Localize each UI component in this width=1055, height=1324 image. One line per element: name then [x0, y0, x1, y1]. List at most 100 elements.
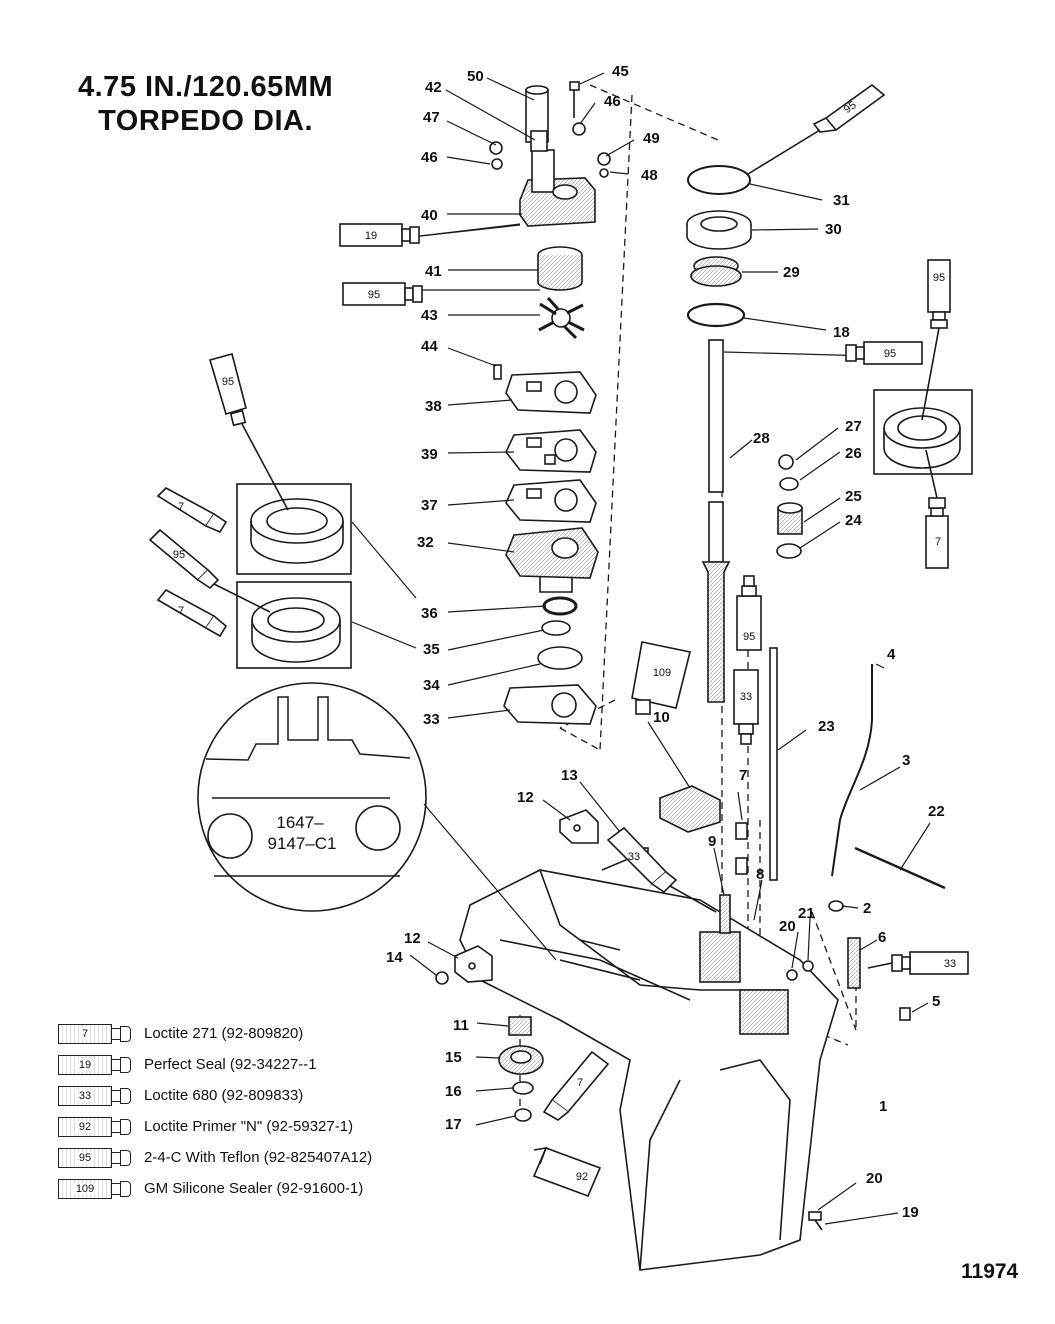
- legend-code: 33: [76, 1089, 94, 1102]
- tube-tag: 109: [653, 667, 671, 679]
- tube-7-bearing-bottom: [925, 449, 949, 569]
- callout: 46: [421, 149, 438, 166]
- anode-10: [659, 785, 721, 833]
- oring-34: [537, 646, 583, 670]
- callout: 27: [845, 418, 862, 435]
- callout: 45: [612, 63, 629, 80]
- screw-45: [569, 81, 580, 118]
- gasket-37: [505, 479, 597, 523]
- callout: 19: [902, 1204, 919, 1221]
- callout: 23: [818, 718, 835, 735]
- callout: 47: [423, 109, 440, 126]
- tube-33-middle: [606, 826, 717, 913]
- callout: 30: [825, 221, 842, 238]
- title-line-2: TORPEDO DIA.: [98, 105, 314, 137]
- callout: 25: [845, 488, 862, 505]
- tube-tag: 95: [743, 631, 755, 643]
- impeller-43: [538, 296, 585, 340]
- tube-tag: 95: [884, 348, 896, 360]
- nut-27: [778, 454, 794, 470]
- tube-109: [631, 641, 691, 715]
- callout: 31: [833, 192, 850, 209]
- tube-95-vertical: [736, 575, 762, 651]
- pin-22: [854, 846, 946, 890]
- callout: 35: [423, 641, 440, 658]
- callout: 20: [866, 1170, 883, 1187]
- anode-12-lower: [454, 945, 493, 983]
- nut-14: [435, 971, 449, 985]
- plug-5: [899, 1007, 911, 1021]
- legend-code: 95: [76, 1151, 94, 1164]
- callout: 46: [604, 93, 621, 110]
- water-pump-base-40: [519, 149, 596, 227]
- callout: 26: [845, 445, 862, 462]
- tube-icon: 109: [58, 1178, 131, 1199]
- tube-icon: 33: [58, 1085, 131, 1106]
- tube-tag: 7: [935, 536, 941, 548]
- casting-text-line-1: 1647–: [276, 813, 324, 832]
- callout: 6: [878, 929, 886, 946]
- callout: 21: [798, 905, 815, 922]
- tube-95-bearing-top: [921, 259, 951, 421]
- callout: 14: [386, 949, 403, 966]
- callout: 33: [423, 711, 440, 728]
- callout: 18: [833, 324, 850, 341]
- tube-tag: 7: [577, 1077, 583, 1089]
- cup-30: [686, 210, 752, 250]
- washer-35: [541, 620, 571, 636]
- diagram-title: 4.75 IN./120.65MM TORPEDO DIA.: [78, 70, 333, 138]
- legend-row: 95 2-4-C With Teflon (92-825407A12): [58, 1142, 372, 1173]
- callout: 40: [421, 207, 438, 224]
- grommet-2: [828, 900, 844, 912]
- tube-icon: 95: [58, 1147, 131, 1168]
- tube-icon: 92: [58, 1116, 131, 1137]
- callout: 38: [425, 398, 442, 415]
- legend-code: 7: [79, 1027, 91, 1040]
- callout: 11: [453, 1017, 469, 1034]
- spring-6: [847, 937, 861, 989]
- tube-95-left-mid: [148, 528, 271, 613]
- callout: 22: [928, 803, 945, 820]
- parts-20-21: [786, 960, 814, 981]
- callout: 48: [641, 167, 658, 184]
- tube-33-right: [867, 951, 969, 975]
- callout: 12: [404, 930, 421, 947]
- tube-7-left-bottom: [156, 588, 228, 638]
- shim-18: [686, 302, 746, 328]
- tube-95-left-top: [209, 353, 289, 511]
- key-44: [493, 364, 502, 380]
- callout: 12: [517, 789, 534, 806]
- casting-text: 1647– 9147–C1: [267, 813, 336, 853]
- callout: 24: [845, 512, 862, 529]
- tube-tag: 33: [628, 851, 640, 863]
- tube-7-left: [156, 487, 228, 534]
- legend-text: Loctite 680 (92-809833): [144, 1087, 304, 1104]
- tube-92-lower: [532, 1146, 602, 1198]
- legend-row: 92 Loctite Primer "N" (92-59327-1): [58, 1111, 372, 1142]
- callout: 13: [561, 767, 578, 784]
- callout: 10: [653, 709, 670, 726]
- callout: 49: [643, 130, 660, 147]
- legend-text: Loctite Primer "N" (92-59327-1): [144, 1118, 354, 1135]
- callout: 20: [779, 918, 796, 935]
- tube-tag: 7: [178, 501, 184, 513]
- tube-19-pump: [339, 223, 420, 247]
- washer-48: [599, 168, 609, 178]
- callout: 34: [423, 677, 440, 694]
- washer-16: [512, 1081, 534, 1095]
- callout: 9: [708, 833, 716, 850]
- bearing-29: [690, 256, 742, 287]
- callout: 2: [863, 900, 871, 917]
- callout: 28: [753, 430, 770, 447]
- callout: 29: [783, 264, 800, 281]
- tube-33-vertical: [733, 669, 759, 745]
- tube-tag: 95: [222, 376, 234, 388]
- callout: 1: [879, 1098, 887, 1115]
- tube-95-impeller: [342, 282, 423, 306]
- insert-41: [537, 246, 583, 291]
- tube-tag: 95: [842, 99, 859, 116]
- nut-46: [491, 158, 503, 170]
- tube-tag-95-vertical: 95: [743, 631, 755, 643]
- legend-row: 7 Loctite 271 (92-809820): [58, 1018, 372, 1049]
